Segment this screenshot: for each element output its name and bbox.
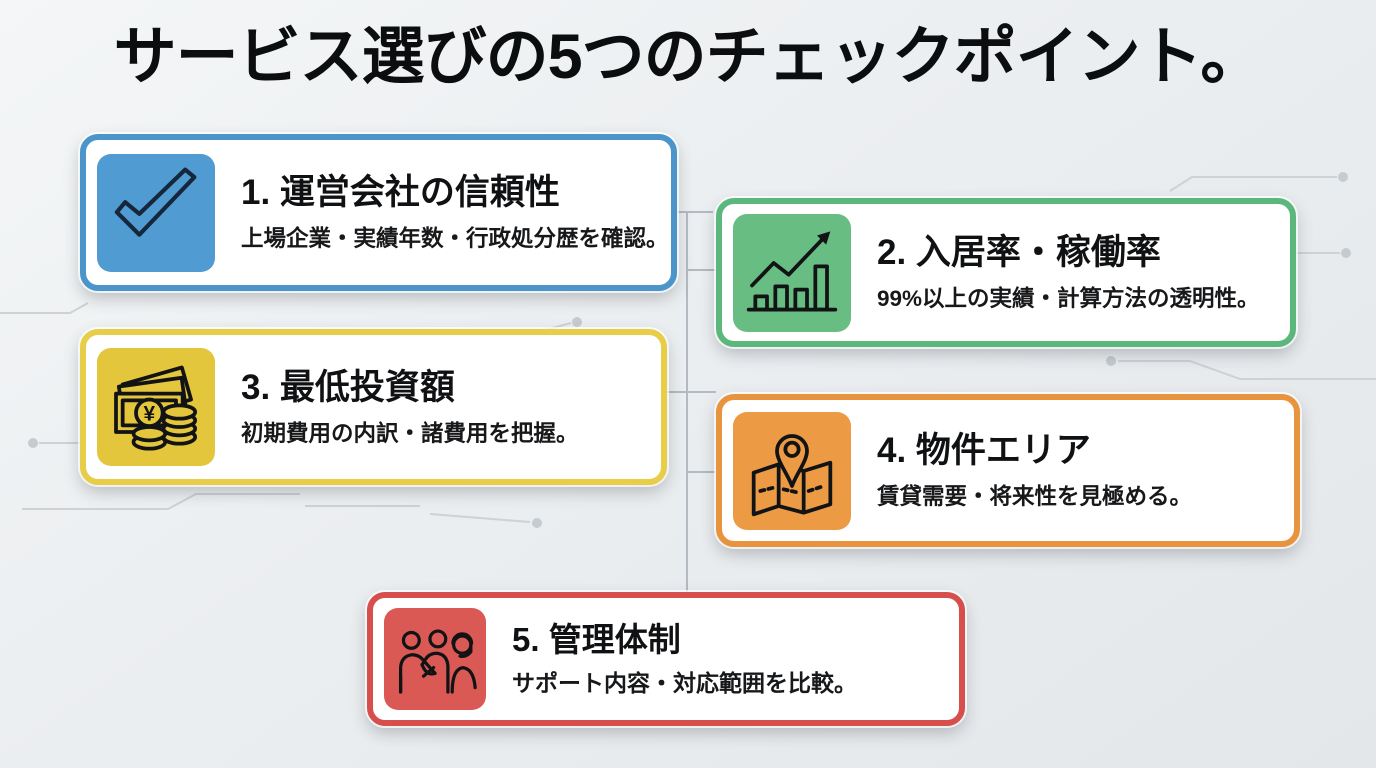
checkpoint-card-5: 5. 管理体制 サポート内容・対応範囲を比較。 xyxy=(367,592,965,726)
page-title: サービス選びの5つのチェックポイント。 xyxy=(113,22,1264,92)
card-subtitle: 初期費用の内訳・諸費用を把握。 xyxy=(241,420,579,446)
card-subtitle: サポート内容・対応範囲を比較。 xyxy=(512,670,857,697)
checkpoint-card-4: 4. 物件エリア 賃貸需要・将来性を見極める。 xyxy=(716,394,1300,547)
bar-chart-growth-icon xyxy=(733,213,851,332)
connector-lines xyxy=(667,211,716,598)
check-icon xyxy=(97,153,215,272)
card-title: 5. 管理体制 xyxy=(512,620,681,658)
svg-text:¥: ¥ xyxy=(144,402,156,425)
checkpoint-card-2: 2. 入居率・稼働率 99%以上の実績・計算方法の透明性。 xyxy=(716,198,1296,347)
handshake-support-icon xyxy=(384,608,486,710)
card-title: 1. 運営会社の信頼性 xyxy=(241,173,560,212)
circuit-traces xyxy=(0,176,1376,523)
money-coins-icon: ¥ xyxy=(97,348,215,466)
circuit-dots xyxy=(28,172,1351,528)
card-subtitle: 賃貸需要・将来性を見極める。 xyxy=(877,484,1193,509)
checkpoint-card-3: ¥ 3. 最低投資額 初期費用の内訳・諸費用を把握。 xyxy=(80,329,667,485)
checkpoint-card-1: 1. 運営会社の信頼性 上場企業・実績年数・行政処分歴を確認。 xyxy=(80,134,677,291)
card-subtitle: 99%以上の実績・計算方法の透明性。 xyxy=(877,286,1260,311)
card-title: 3. 最低投資額 xyxy=(241,367,455,407)
card-title: 4. 物件エリア xyxy=(877,431,1091,470)
card-subtitle: 上場企業・実績年数・行政処分歴を確認。 xyxy=(241,226,669,251)
card-title: 2. 入居率・稼働率 xyxy=(877,233,1161,272)
map-pin-icon xyxy=(733,411,851,530)
